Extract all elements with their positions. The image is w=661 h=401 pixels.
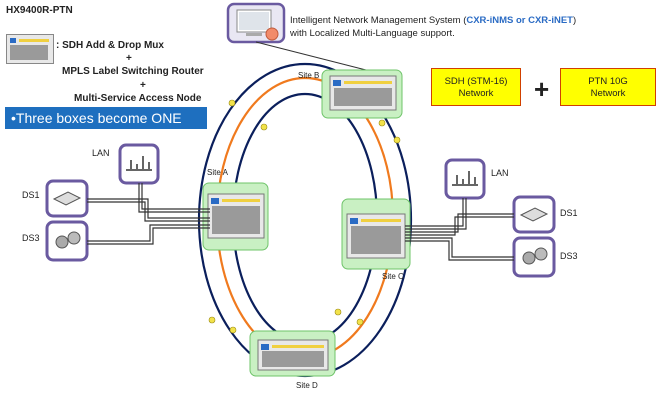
sdh-network-line-2: Network (458, 88, 494, 99)
ds1-left-label: DS1 (22, 190, 40, 200)
ptn-network-line-2: Network (590, 88, 626, 99)
ds3-right-label: DS3 (560, 251, 578, 261)
feature-msan: Multi-Service Access Node (74, 93, 202, 104)
nms-line-2: with Localized Multi-Language support. (290, 28, 455, 39)
site-a-device (207, 193, 265, 239)
lan-right-icon (444, 158, 486, 200)
ds1-right-label: DS1 (560, 208, 578, 218)
product-device-image (6, 34, 54, 64)
sdh-network-box: SDH (STM-16) Network (431, 68, 521, 106)
lan-left-label: LAN (92, 148, 110, 158)
feature-mpls-lsr: MPLS Label Switching Router (62, 66, 204, 77)
site-c-device (346, 213, 406, 259)
left-cables (87, 183, 210, 245)
site-d-label: Site D (296, 381, 318, 390)
site-c-label: Site C (382, 272, 404, 281)
nms-line-1-suffix: ) (572, 15, 577, 26)
ptn-network-box: PTN 10G Network (560, 68, 656, 106)
summary-banner: •Three boxes become ONE (5, 107, 207, 129)
site-d-device (257, 339, 329, 371)
ds3-left-label: DS3 (22, 233, 40, 243)
nms-line-1: Intelligent Network Management System (C… (290, 14, 576, 27)
nms-line-1-prefix: Intelligent Network Management System ( (290, 15, 467, 26)
network-plus-sign: + (534, 74, 550, 104)
fiber-markers (208, 99, 401, 334)
site-b-device (329, 75, 397, 111)
lan-right-label: LAN (491, 168, 509, 178)
feature-sdh-adm: : SDH Add & Drop Mux (56, 40, 164, 51)
ptn-network-line-1: PTN 10G (588, 76, 628, 87)
plus-sign-2: + (140, 80, 146, 91)
plus-sign-1: + (126, 53, 132, 64)
ds3-right-icon (512, 236, 556, 278)
lan-left-icon (118, 143, 160, 185)
ds1-right-icon (512, 195, 556, 234)
nms-product-names: CXR-iNMS or CXR-iNET (466, 15, 573, 26)
site-a-label: Site A (207, 168, 228, 177)
right-cables (405, 198, 514, 261)
product-name: HX9400R-PTN (6, 5, 73, 16)
ds3-left-icon (45, 220, 89, 262)
sdh-network-line-1: SDH (STM-16) (444, 76, 508, 87)
nms-description: Intelligent Network Management System (C… (290, 14, 576, 40)
site-b-label: Site B (298, 71, 320, 80)
nms-computer-icon (226, 2, 286, 44)
ds1-left-icon (45, 179, 89, 218)
